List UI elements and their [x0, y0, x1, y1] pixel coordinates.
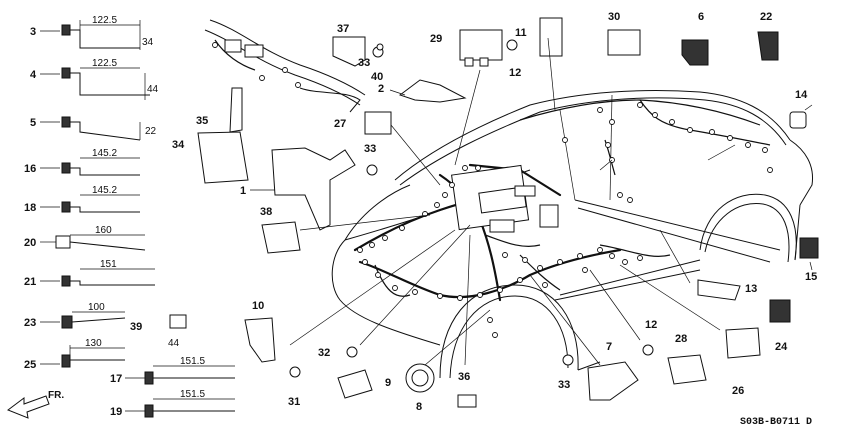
callout-30: 30 — [608, 11, 620, 23]
callout-15: 15 — [805, 271, 817, 283]
callout-7: 7 — [606, 341, 612, 353]
bolt-33-mid — [366, 164, 378, 176]
dim-5-height: 22 — [145, 126, 157, 137]
dim-23-width: 100 — [88, 302, 105, 313]
connector-28 — [667, 354, 707, 385]
callout-23: 23 — [24, 317, 36, 329]
dim-17-width: 151.5 — [180, 356, 205, 367]
dim-18-width: 145.2 — [92, 185, 117, 196]
diagram-code: S03B-B0711 D — [740, 417, 812, 428]
callout-12-top: 12 — [509, 67, 521, 79]
callout-13: 13 — [745, 283, 757, 295]
callout-31: 31 — [288, 396, 300, 408]
pad-30 — [607, 29, 641, 56]
dim-25-width: 130 — [85, 338, 102, 349]
callout-22: 22 — [760, 11, 772, 23]
dim-4-width: 122.5 — [92, 58, 117, 69]
dim-20-width: 160 — [95, 225, 112, 236]
callout-38: 38 — [260, 206, 272, 218]
bracket-7 — [587, 361, 639, 401]
callouts: 1 2 3 4 5 6 7 8 9 10 11 12 12 13 14 15 1… — [24, 11, 817, 418]
dim-21-width: 151 — [100, 259, 117, 270]
callout-14: 14 — [795, 89, 808, 101]
bracket-10 — [244, 317, 276, 363]
callout-18: 18 — [24, 202, 36, 214]
callout-33-bottom: 33 — [558, 379, 570, 391]
dim-3-height: 34 — [142, 37, 154, 48]
callout-28: 28 — [675, 333, 687, 345]
bracket-2 — [398, 79, 467, 103]
dim-39-height: 44 — [168, 338, 180, 349]
callout-9: 9 — [385, 377, 391, 389]
bolt-33-bottom — [562, 354, 574, 366]
callout-17: 17 — [110, 373, 122, 385]
wire-harness-routing — [353, 99, 771, 302]
callout-32: 32 — [318, 347, 330, 359]
harness-connectors — [357, 102, 773, 338]
callout-33-top: 33 — [358, 57, 370, 69]
module-38 — [261, 221, 301, 254]
callout-34: 34 — [172, 139, 185, 151]
bolt-33-top — [376, 43, 384, 51]
dim-4-height: 44 — [147, 84, 159, 95]
connector-36 — [457, 394, 477, 408]
callout-16: 16 — [24, 163, 36, 175]
dim-19-width: 151.5 — [180, 389, 205, 400]
bracket-26 — [725, 327, 761, 359]
cover-34 — [197, 131, 249, 184]
callout-26: 26 — [732, 385, 744, 397]
callout-4: 4 — [30, 69, 37, 81]
clamp-column — [55, 20, 235, 418]
callout-6: 6 — [698, 11, 704, 23]
callout-3: 3 — [30, 26, 36, 38]
callout-35: 35 — [196, 115, 208, 127]
dimension-labels: 122.5 34 122.5 44 22 145.2 145.2 160 151… — [85, 15, 205, 400]
bolt-31 — [289, 366, 301, 378]
relay-27 — [364, 111, 392, 135]
dim-16-width: 145.2 — [92, 148, 117, 159]
clip-14 — [789, 111, 807, 129]
callout-33-mid: 33 — [364, 143, 376, 155]
pad-11 — [539, 17, 563, 57]
clip-15 — [799, 237, 819, 259]
bolt-12-bottom — [642, 344, 654, 356]
parts — [169, 17, 819, 408]
sensor-6 — [681, 39, 709, 66]
front-direction-arrow: FR. — [6, 390, 64, 419]
callout-36: 36 — [458, 371, 470, 383]
engine-harness-upper — [204, 19, 366, 113]
leader-lines — [40, 30, 813, 412]
clip-13 — [697, 279, 741, 301]
bracket-1 — [271, 147, 356, 231]
callout-2: 2 — [378, 83, 384, 95]
dim-3-width: 122.5 — [92, 15, 117, 26]
callout-39: 39 — [130, 321, 142, 333]
callout-27: 27 — [334, 118, 346, 130]
callout-37: 37 — [337, 23, 349, 35]
connector-22 — [757, 31, 779, 61]
callout-20: 20 — [24, 237, 36, 249]
bolt-12-top — [506, 39, 518, 51]
clip-24 — [769, 299, 791, 323]
callout-19: 19 — [110, 406, 122, 418]
callout-1: 1 — [240, 185, 246, 197]
callout-40: 40 — [371, 71, 383, 83]
callout-25: 25 — [24, 359, 36, 371]
bolt-32 — [346, 346, 358, 358]
callout-24: 24 — [775, 341, 788, 353]
callout-11: 11 — [515, 27, 527, 39]
clip-39 — [169, 314, 187, 329]
callout-12-bottom: 12 — [645, 319, 657, 331]
callout-10: 10 — [252, 300, 264, 312]
bracket-37 — [332, 36, 366, 67]
front-label: FR. — [48, 390, 64, 401]
relay-box-29 — [459, 29, 503, 61]
callout-29: 29 — [430, 33, 442, 45]
bracket-35 — [229, 87, 243, 133]
callout-5: 5 — [30, 117, 36, 129]
callout-8: 8 — [416, 401, 422, 413]
protector-9 — [337, 369, 373, 399]
callout-21: 21 — [24, 276, 36, 288]
